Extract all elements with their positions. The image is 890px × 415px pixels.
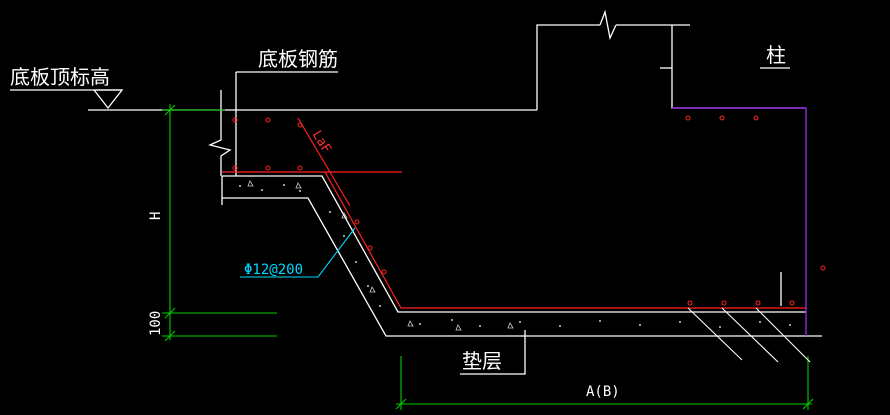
cushion-layer-label: 垫层 — [462, 349, 502, 373]
slab-rebar-label: 底板钢筋 — [258, 47, 338, 71]
elevation-triangle — [93, 89, 124, 110]
dim-h-tick-top — [164, 104, 176, 116]
break-symbol-top — [599, 9, 617, 41]
break-symbol-left — [208, 90, 232, 176]
rebar-dots — [232, 115, 826, 306]
pit-bottom-edge — [222, 197, 822, 337]
bottom-rebar — [222, 171, 806, 309]
anchorage-rebar — [297, 117, 351, 207]
dim-h-tick-bot — [164, 330, 176, 342]
cushion-label-leader — [460, 330, 526, 375]
rebar-spec-leader — [240, 227, 356, 278]
dim-cushion-label: 100 — [148, 311, 164, 336]
dim-height-label: H — [148, 212, 164, 220]
pit-top-edge — [222, 175, 806, 313]
dim-width-label: A(B) — [586, 384, 620, 400]
dim-h-tick-mid — [164, 307, 176, 319]
dimension-lines — [162, 104, 814, 410]
column-outline — [672, 107, 807, 336]
slab-top-elevation-label: 底板顶标高 — [10, 65, 110, 89]
cushion-hatch — [239, 184, 791, 328]
upper-step-outline — [536, 24, 600, 110]
section-slashes — [687, 307, 811, 363]
rebar-spec-label: Φ12@200 — [244, 262, 303, 278]
anchorage-length-label: LaF — [309, 128, 334, 156]
dim-w-tick-left — [395, 398, 407, 410]
cushion-hatch-triangles — [247, 180, 514, 331]
rebar-lines — [222, 117, 806, 309]
column-label: 柱 — [766, 43, 786, 67]
dim-w-tick-right — [802, 398, 814, 410]
